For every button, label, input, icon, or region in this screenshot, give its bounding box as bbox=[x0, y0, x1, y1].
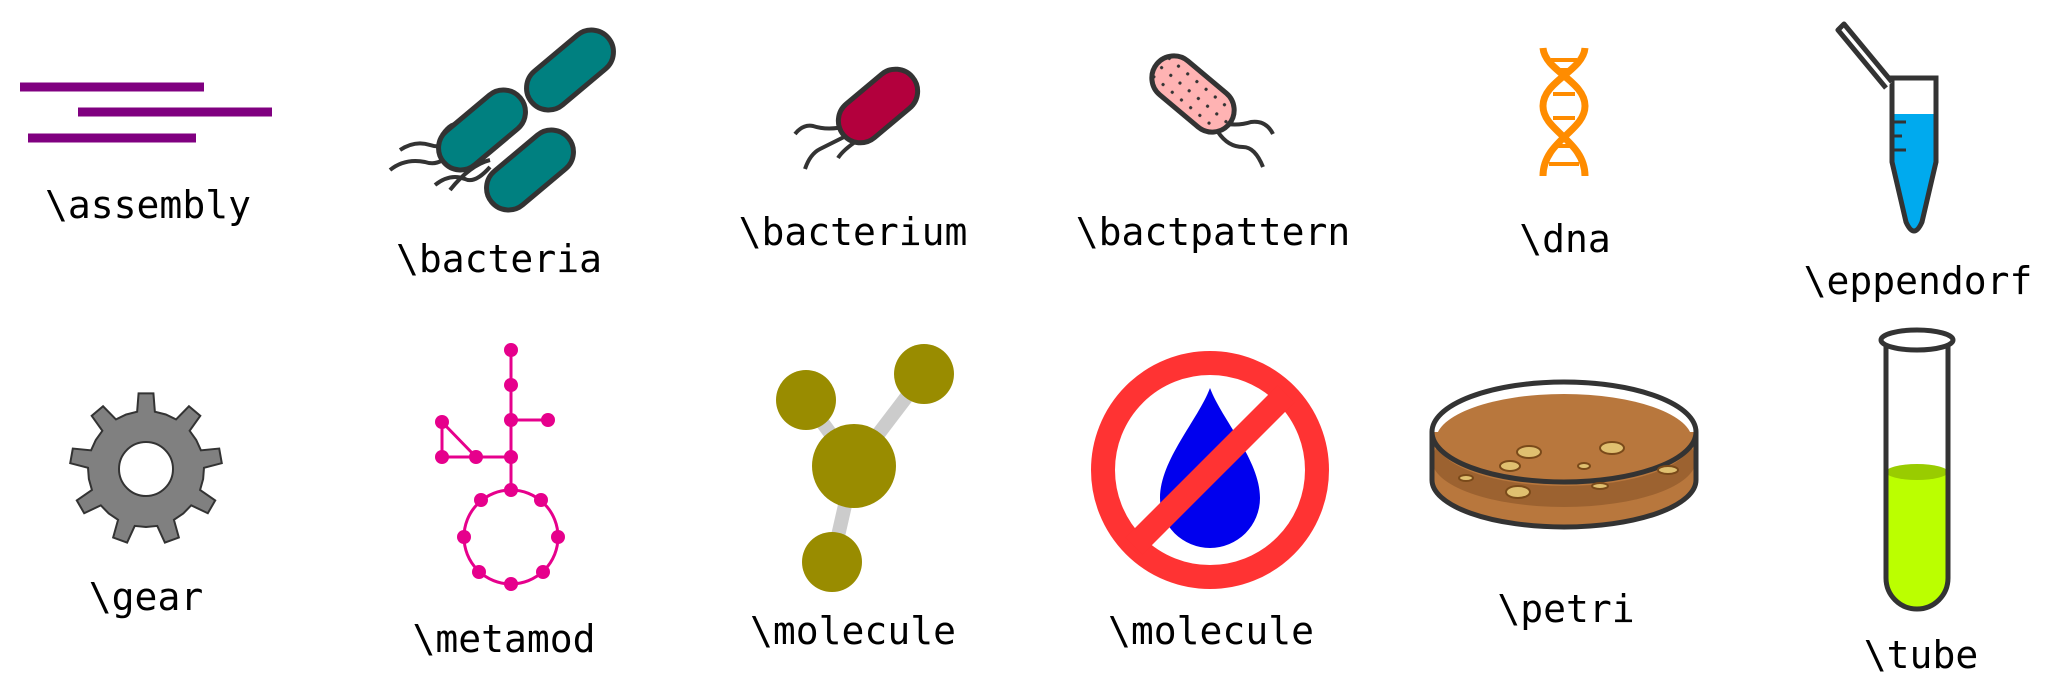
eppendorf-icon bbox=[1835, 21, 1939, 234]
bactpattern-icon bbox=[1149, 53, 1275, 168]
bacterium-label: \bacterium bbox=[738, 210, 968, 254]
tube-icon bbox=[1878, 327, 1956, 612]
assembly-label: \assembly bbox=[45, 183, 251, 227]
gear-label: \gear bbox=[88, 575, 204, 619]
petri-label: \petri bbox=[1497, 587, 1635, 631]
molecule-label: \molecule bbox=[750, 609, 956, 653]
bactpattern-label: \bactpattern bbox=[1075, 210, 1351, 254]
assembly-icon bbox=[20, 82, 272, 143]
dna-icon bbox=[1539, 47, 1589, 177]
no-water-label: \molecule bbox=[1108, 609, 1314, 653]
bacterium-icon bbox=[793, 66, 921, 170]
no-water-icon bbox=[1091, 351, 1329, 589]
metamod-label: \metamod bbox=[412, 617, 596, 661]
eppendorf-label: \eppendorf bbox=[1803, 259, 2033, 303]
bacteria-label: \bacteria bbox=[396, 237, 602, 281]
metamod-icon bbox=[435, 343, 565, 591]
dna-label: \dna bbox=[1519, 217, 1611, 261]
petri-icon bbox=[1429, 379, 1699, 530]
bacteria-icon bbox=[388, 27, 616, 213]
gear-icon bbox=[69, 392, 223, 544]
molecule-icon bbox=[776, 344, 954, 592]
tube-label: \tube bbox=[1863, 633, 1979, 677]
